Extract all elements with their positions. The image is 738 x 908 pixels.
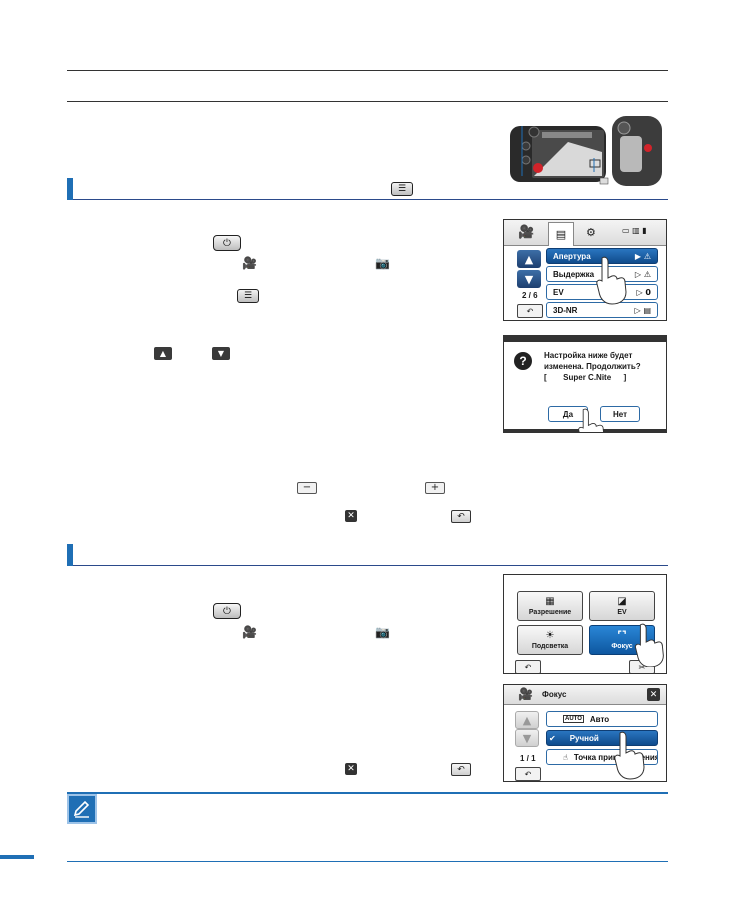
menu-row-value: ▷ ▤ [634, 305, 652, 315]
minus-icon: − [297, 482, 317, 494]
pointing-hand-icon [596, 256, 627, 305]
video-camera-icon: 🎥 [242, 625, 257, 639]
back-button[interactable]: ↶ [515, 767, 541, 781]
tile-label: Фокус [611, 642, 633, 650]
video-camera-icon: 🎥 [518, 225, 535, 240]
tile-backlight[interactable]: ☀ Подсветка [517, 625, 583, 655]
pointing-hand-icon [634, 623, 664, 667]
focus-menu-title: Фокус [542, 690, 567, 699]
close-icon: ✕ [345, 763, 357, 775]
note-top-rule [67, 792, 668, 794]
confirm-dialog-screen: ? Настройка ниже будет изменена. Продолж… [503, 335, 667, 433]
pencil-icon [73, 800, 90, 818]
menu-screen-header: 🎥 ▤ ⚙ ▭ ▥ ▮ [504, 220, 666, 246]
section-header-1 [67, 178, 668, 200]
menu-icon: ☰ [391, 182, 413, 196]
video-camera-icon: 🎥 [518, 687, 533, 701]
camcorder-illustration [510, 116, 662, 186]
tile-label: Подсветка [531, 642, 569, 650]
menu-icon: ☰ [237, 289, 259, 303]
bracket-close: ] [623, 373, 627, 382]
resolution-icon: ▦ [545, 595, 555, 607]
scroll-up-button[interactable]: ▲ [517, 250, 541, 268]
section-tab-1 [67, 178, 73, 200]
dialog-line-3: [ Super C.Nite ] [544, 372, 664, 383]
tile-label: Разрешение [528, 608, 572, 616]
scroll-up-button[interactable]: ▲ [515, 711, 539, 729]
page-tab [0, 855, 34, 859]
dialog-top-bar [504, 336, 666, 342]
menu-row-label: Апертура [553, 251, 591, 261]
battery-icon: ▭ ▥ ▮ [622, 226, 647, 235]
touch-point-icon: ☝ [563, 752, 568, 762]
photo-camera-icon: 📷 [375, 625, 390, 639]
menu-row-label: Выдержка [553, 269, 595, 279]
pointing-hand-icon [614, 731, 645, 780]
up-arrow-icon: ▲ [154, 347, 172, 360]
power-icon: ⏻ [213, 603, 241, 619]
menu-tab-icon[interactable]: ▤ [548, 222, 574, 246]
focus-option-label: Ручной [569, 733, 599, 743]
back-button[interactable]: ↶ [515, 660, 541, 673]
checkmark-icon: ✔ [549, 733, 556, 743]
no-button[interactable]: Нет [600, 406, 640, 422]
backlight-icon: ☀ [545, 629, 555, 641]
focus-option-manual[interactable]: ✔ Ручной [546, 730, 658, 746]
menu-row-label: 3D-NR [553, 305, 578, 315]
question-icon: ? [514, 352, 532, 370]
dialog-line-1: Настройка ниже будет [544, 351, 633, 360]
back-button[interactable]: ↶ [517, 304, 543, 318]
menu-row-value: ▷ ⚠ [634, 269, 651, 279]
tile-resolution[interactable]: ▦ Разрешение [517, 591, 583, 621]
tile-label: EV [617, 608, 627, 616]
second-rule [67, 101, 668, 102]
scroll-down-button[interactable]: ▼ [515, 729, 539, 747]
settings-icon[interactable]: ⚙ [586, 226, 596, 239]
focus-option-auto[interactable]: AUTO Авто [546, 711, 658, 727]
bracket-open: [ [544, 373, 547, 382]
menu-row-value: ▶ ⚠ [634, 251, 651, 261]
mode-name: Super C.Nite [563, 373, 612, 382]
menu-row-3dnr[interactable]: 3D-NR ▷ ▤ [546, 302, 658, 318]
power-icon: ⏻ [213, 235, 241, 251]
video-camera-icon: 🎥 [242, 256, 257, 270]
menu-screen: 🎥 ▤ ⚙ ▭ ▥ ▮ ▲ ▼ 2 / 6 ↶ Апертура ▶ ⚠ Выд… [503, 219, 667, 321]
bottom-rule [67, 861, 668, 862]
tile-ev[interactable]: ◪ EV [589, 591, 655, 621]
ev-icon: ◪ [617, 595, 627, 607]
page-indicator: 1 / 1 [520, 754, 536, 763]
menu-row-label: EV [553, 287, 564, 297]
menu-row-value: ▷ 0 [636, 287, 651, 297]
section-header-2 [67, 544, 668, 566]
down-arrow-icon: ▼ [212, 347, 230, 360]
top-rule [67, 70, 668, 71]
focus-option-label: Авто [589, 714, 610, 724]
plus-icon: + [425, 482, 445, 494]
focus-icon: ⌜⌝ [617, 629, 627, 641]
section-tab-2 [67, 544, 73, 566]
page-indicator: 2 / 6 [522, 291, 538, 300]
focus-menu-header: 🎥 Фокус ✕ [504, 685, 666, 705]
close-icon[interactable]: ✕ [647, 688, 660, 701]
scroll-down-button[interactable]: ▼ [517, 270, 541, 288]
back-icon: ↶ [451, 510, 471, 523]
focus-menu-screen: 🎥 Фокус ✕ ▲ ▼ 1 / 1 ↶ AUTO Авто ✔ Ручной… [503, 684, 667, 782]
auto-icon: AUTO [563, 715, 584, 723]
quick-menu-screen: ▦ Разрешение ◪ EV ☀ Подсветка ⌜⌝ Фокус ↶… [503, 574, 667, 674]
close-icon: ✕ [345, 510, 357, 522]
dialog-line-2: изменена. Продолжить? [544, 362, 641, 371]
note-icon [67, 794, 97, 824]
photo-camera-icon: 📷 [375, 256, 390, 270]
pointing-hand-icon [578, 408, 604, 432]
back-icon: ↶ [451, 763, 471, 776]
